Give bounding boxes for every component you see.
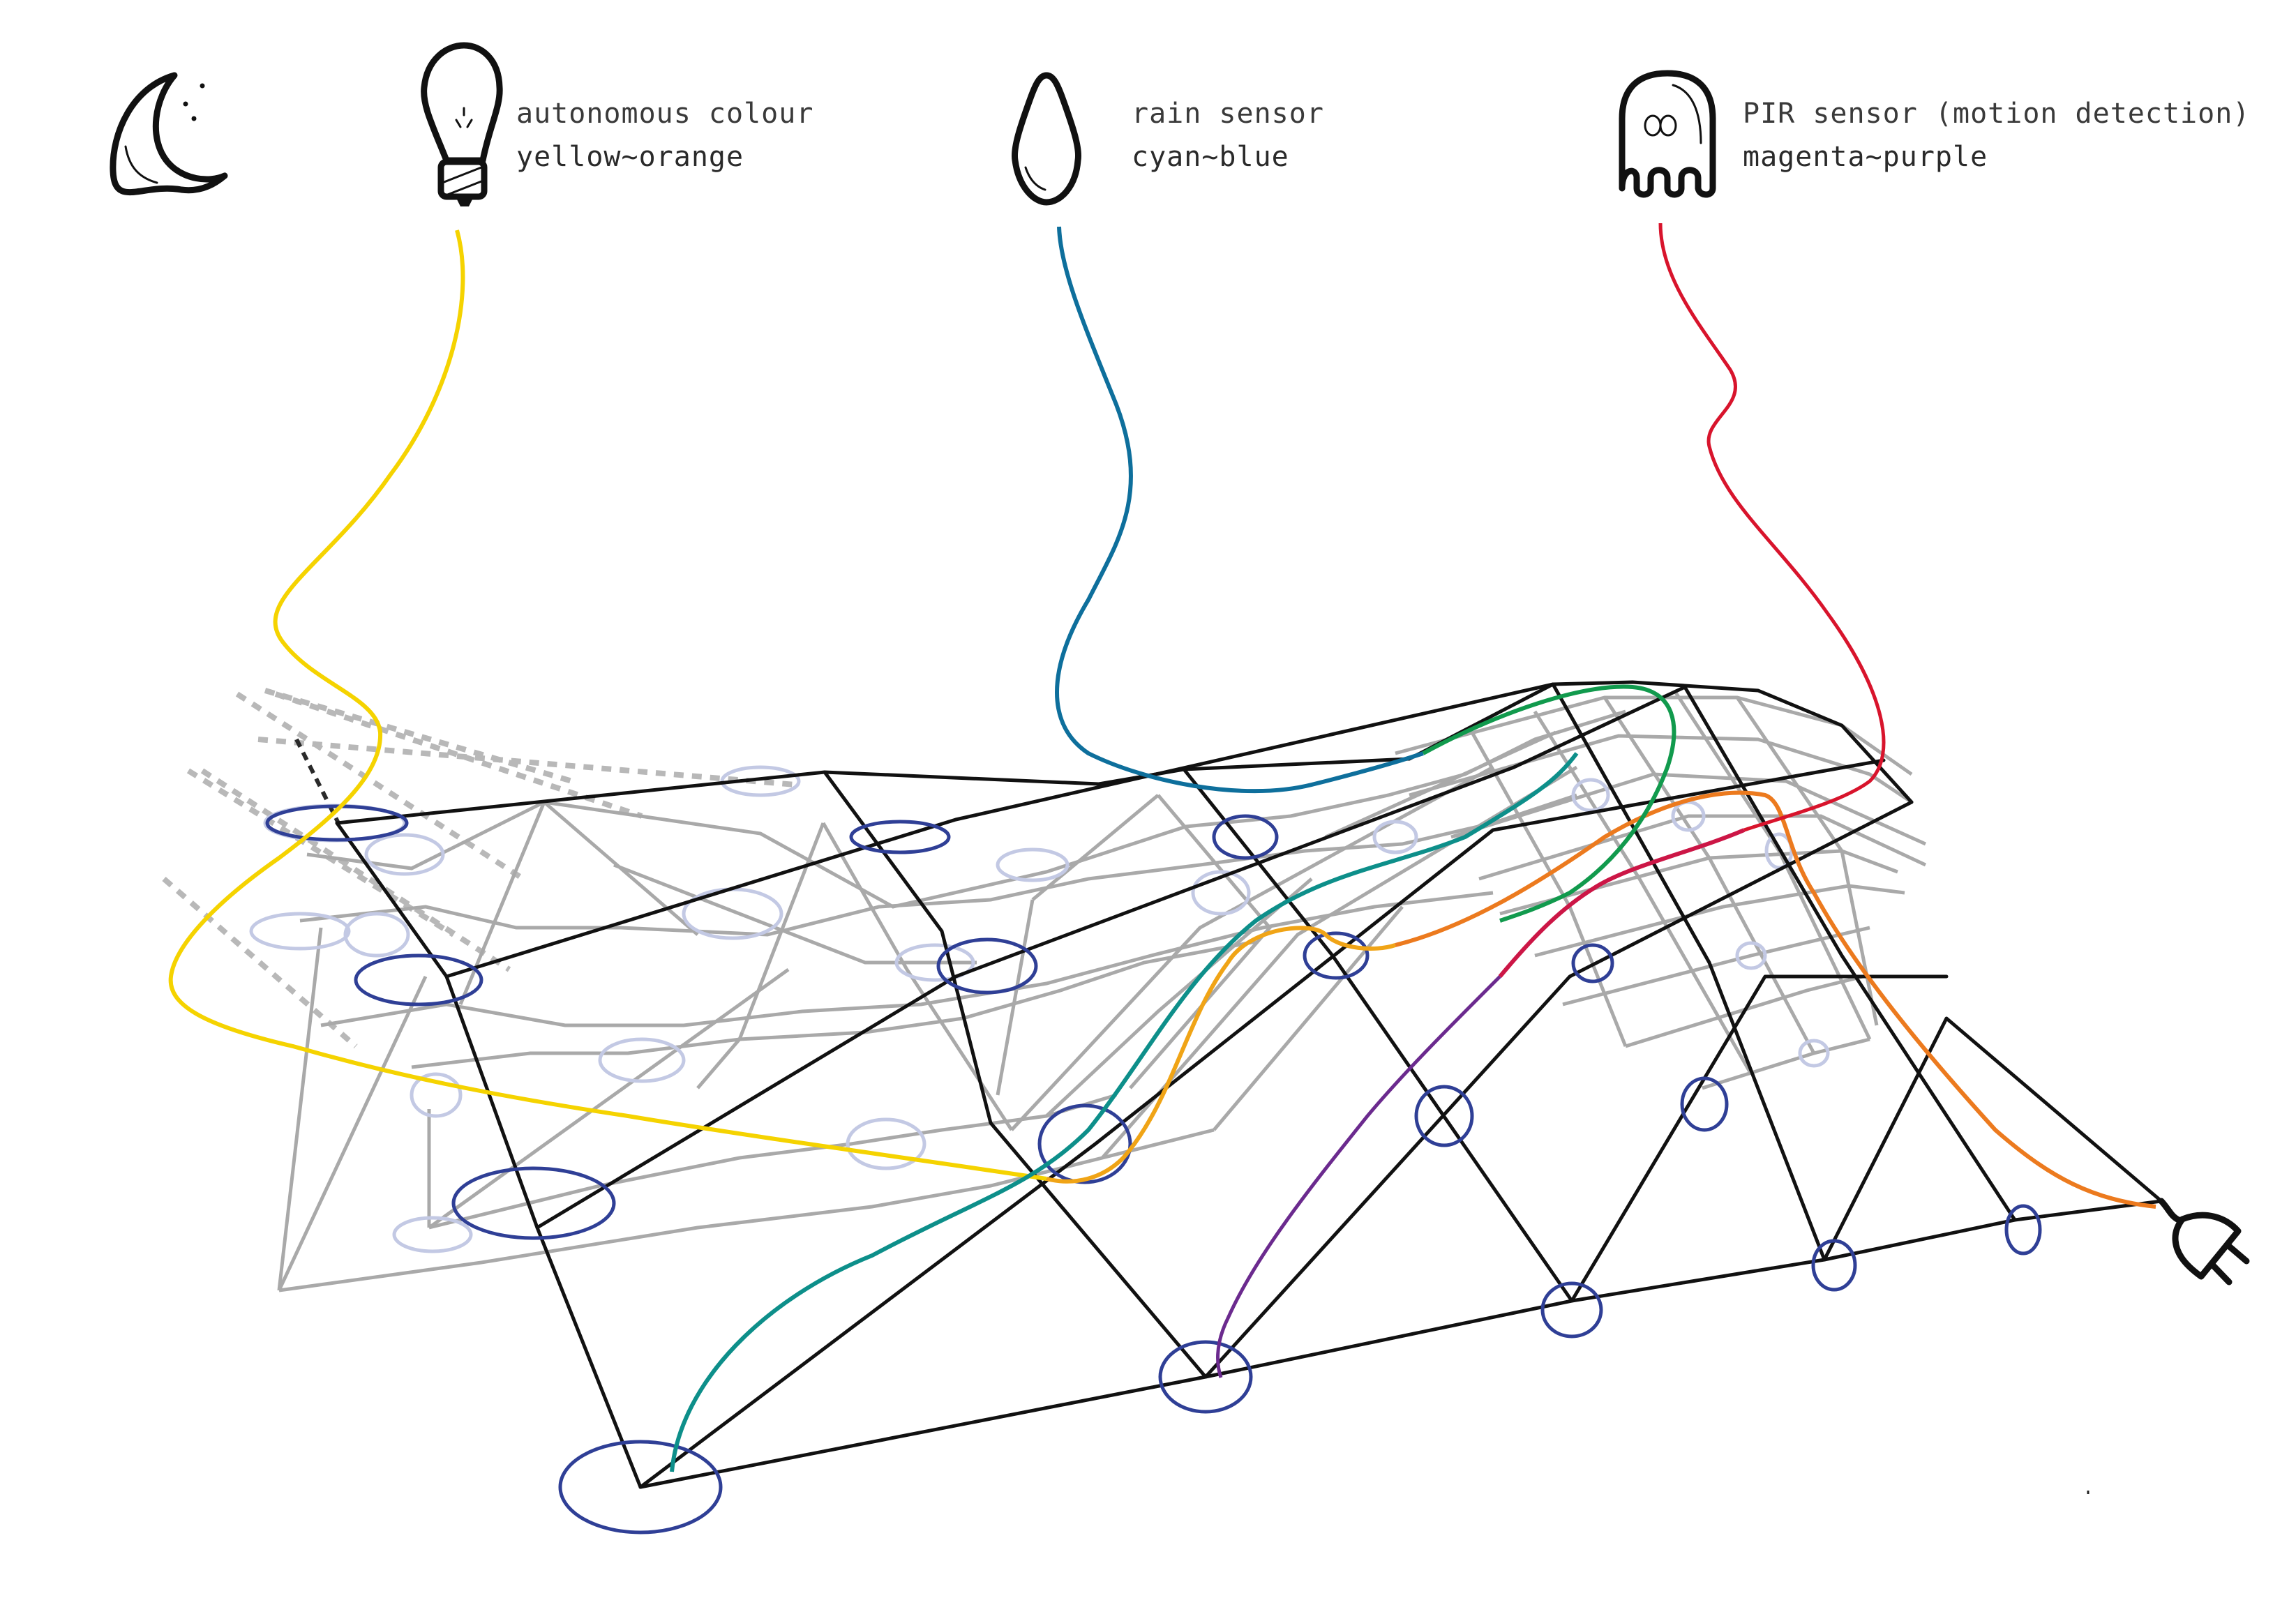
- legend-rain-colors: cyan~blue: [1132, 141, 1289, 173]
- lightbulb-icon: [421, 42, 503, 206]
- legend-pir: PIR sensor (motion detection) magenta~pu…: [1743, 92, 2250, 179]
- legend-rain: rain sensor cyan~blue: [1132, 92, 1324, 179]
- yellow-wire: [168, 229, 1047, 1181]
- ghost-icon: [1619, 70, 1716, 198]
- teal-wire: [670, 752, 1579, 1472]
- raindrop-icon: [1011, 72, 1082, 206]
- moon-icon: [110, 72, 228, 196]
- blue-wire: [1055, 226, 1424, 794]
- primary-frame: [335, 680, 2163, 1489]
- legend-pir-title: PIR sensor (motion detection): [1743, 98, 2251, 130]
- green-wire: [1422, 684, 1676, 923]
- purple-wire: [1216, 975, 1501, 1378]
- power-plug-icon: [2158, 1198, 2250, 1286]
- mesh-node-rings: [249, 765, 1830, 1253]
- red-wire: [1658, 223, 1886, 832]
- orange-wire: [1395, 790, 2156, 1209]
- legend-autonomous: autonomous colour yellow~orange: [516, 92, 813, 179]
- legend-pir-colors: magenta~purple: [1743, 141, 1988, 173]
- legend-autonomous-colors: yellow~orange: [516, 141, 744, 173]
- projection-lines: [162, 688, 796, 1049]
- frame-node-rings: [265, 804, 2042, 1535]
- orange-yellow-wire: [1046, 926, 1396, 1184]
- legend-autonomous-title: autonomous colour: [516, 98, 814, 130]
- sensor-wires: [168, 223, 2156, 1472]
- magenta-wire: [1498, 828, 1746, 978]
- legend-rain-title: rain sensor: [1132, 98, 1324, 130]
